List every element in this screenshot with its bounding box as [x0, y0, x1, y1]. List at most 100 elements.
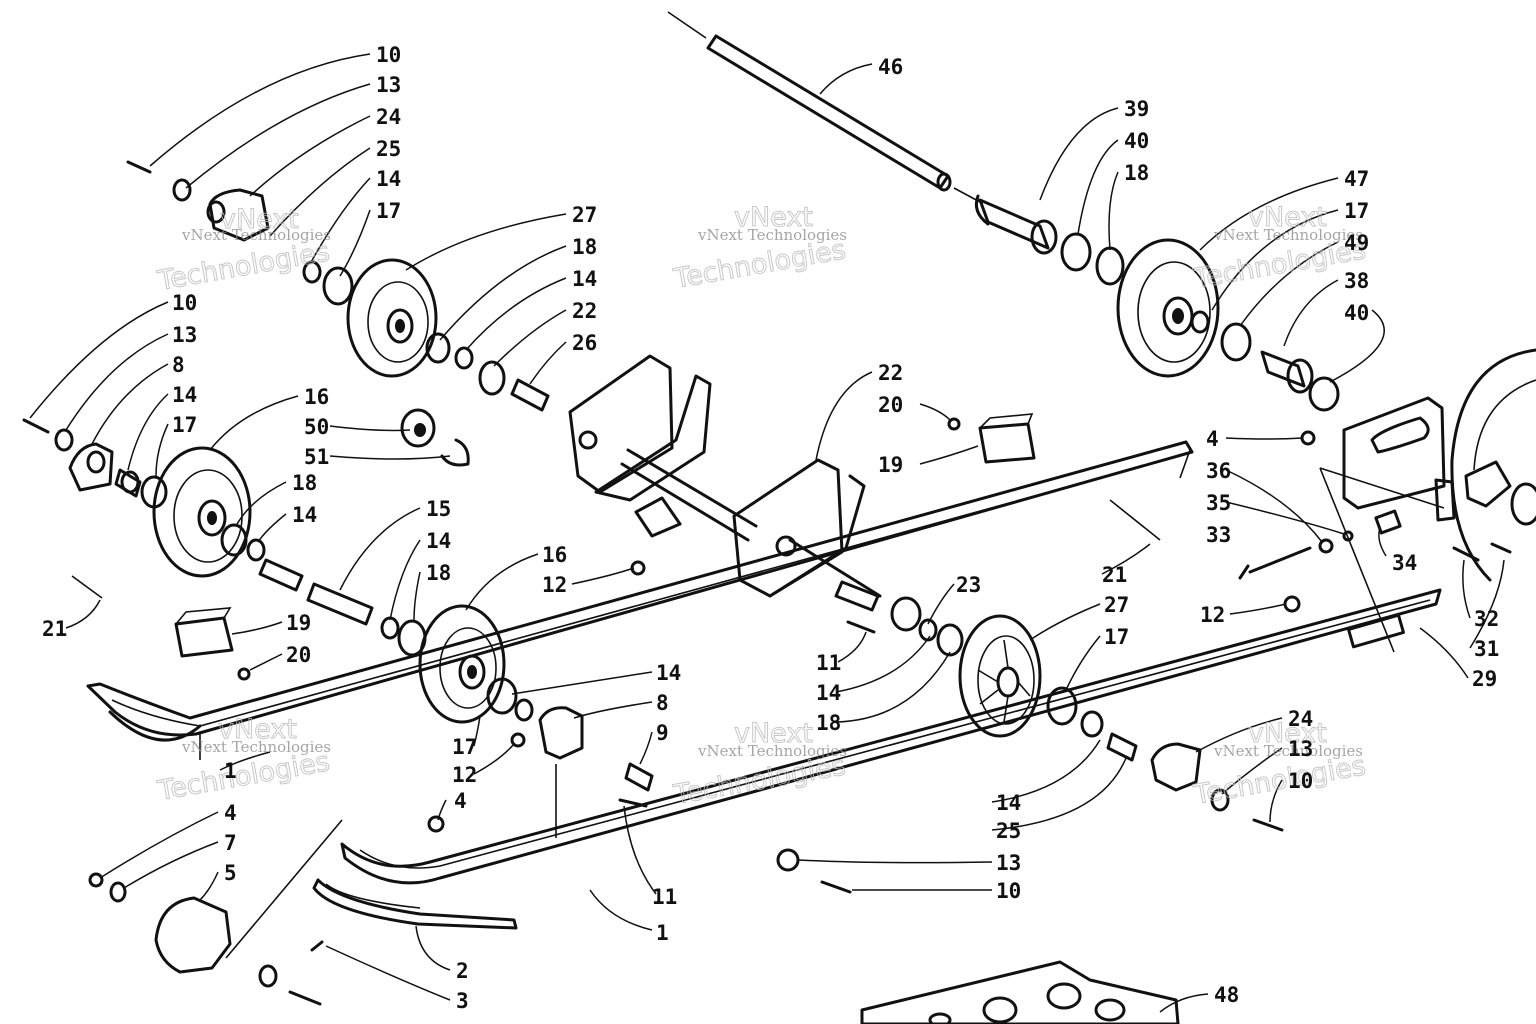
callout-label: 48 [1214, 983, 1239, 1007]
watermark-text: vNext Technologies [1213, 742, 1363, 760]
callout-label: 21 [42, 617, 67, 641]
callout-label: 2 [456, 959, 469, 983]
callout-label: 11 [816, 651, 841, 675]
callout-label: 18 [816, 711, 841, 735]
callout-labels: 10 13 24 25 14 17 27 18 14 22 26 46 39 4… [42, 43, 1499, 1013]
callout-label: 14 [376, 167, 401, 191]
callout-label: 22 [572, 299, 597, 323]
callout-label: 18 [292, 471, 317, 495]
watermark-text: vNext Technologies [1213, 226, 1363, 244]
callout-label: 29 [1472, 667, 1497, 691]
idler-wheel-left [152, 446, 252, 578]
callout-label: 40 [1124, 129, 1149, 153]
callout-label: 46 [878, 55, 903, 79]
left-slide-rail [86, 440, 1194, 760]
callout-label: 13 [1288, 737, 1313, 761]
watermark-text: vNext [218, 714, 297, 745]
callout-label: 14 [292, 503, 317, 527]
callout-label: 8 [656, 691, 669, 715]
callout-label: 13 [996, 851, 1021, 875]
watermark-text: vNext [1248, 202, 1327, 233]
callout-leader-lines [29, 53, 1505, 1013]
callout-label: 49 [1344, 231, 1369, 255]
callout-label: 31 [1474, 637, 1499, 661]
callout-label: 16 [542, 543, 567, 567]
callout-label: 39 [1124, 97, 1149, 121]
idler-wheel-center [418, 604, 506, 724]
rear-axle-shaft [667, 11, 981, 203]
callout-label: 20 [286, 643, 311, 667]
watermark-text: vNext Technologies [181, 738, 331, 756]
spacers-and-bushings [114, 194, 1340, 792]
callout-label: 35 [1206, 491, 1231, 515]
callout-label: 27 [572, 203, 597, 227]
callout-label: 25 [376, 137, 401, 161]
callout-label: 14 [572, 267, 597, 291]
callout-label: 5 [224, 861, 237, 885]
callout-label: 10 [1288, 769, 1313, 793]
watermark-text: vNext [734, 202, 813, 233]
callout-label: 22 [878, 361, 903, 385]
callout-label: 1 [656, 921, 669, 945]
callout-label: 17 [452, 735, 477, 759]
callout-label: 17 [172, 413, 197, 437]
callout-label: 15 [426, 497, 451, 521]
callout-label: 51 [304, 445, 329, 469]
callout-label: 14 [656, 661, 681, 685]
callout-label: 18 [1124, 161, 1149, 185]
callout-label: 19 [286, 611, 311, 635]
callout-label: 16 [304, 385, 329, 409]
idler-wheel-upper-left [346, 258, 438, 378]
callout-label: 4 [1206, 427, 1219, 451]
rear-suspension-arm [732, 458, 882, 598]
callout-label: 12 [542, 573, 567, 597]
callout-label: 1 [224, 759, 237, 783]
callout-label: 4 [224, 801, 237, 825]
callout-label: 7 [224, 831, 237, 855]
callout-label: 14 [172, 383, 197, 407]
callout-label: 23 [956, 573, 981, 597]
callout-label: 12 [1200, 603, 1225, 627]
callout-label: 20 [878, 393, 903, 417]
callout-label: 4 [454, 789, 467, 813]
callout-label: 25 [996, 819, 1021, 843]
callout-label: 32 [1474, 607, 1499, 631]
callout-label: 47 [1344, 167, 1369, 191]
rear-frame-partial [860, 960, 1180, 1024]
callout-label: 24 [376, 105, 401, 129]
watermark-text: vNext Technologies [181, 226, 331, 244]
right-slide-rail [340, 588, 1442, 885]
callout-label: 38 [1344, 269, 1369, 293]
bolts-and-nuts [22, 160, 1512, 1006]
callout-label: 14 [816, 681, 841, 705]
callout-label: 17 [376, 199, 401, 223]
callout-label: 33 [1206, 523, 1231, 547]
spoked-wheel-right [958, 614, 1042, 738]
wear-strip [312, 878, 518, 930]
watermark-text: vNext Technologies [697, 742, 847, 760]
watermarks: vNext Technologies vNext Technologies vN… [154, 202, 1368, 812]
callout-label: 18 [426, 561, 451, 585]
callout-label: 13 [376, 73, 401, 97]
front-suspension-arm [568, 354, 758, 542]
callout-label: 10 [172, 291, 197, 315]
callout-label: 40 [1344, 301, 1369, 325]
idler-wheel-edge [1450, 348, 1536, 582]
watermark-text: vNext Technologies [697, 226, 847, 244]
callout-label: 13 [172, 323, 197, 347]
callout-label: 17 [1104, 625, 1129, 649]
callout-label: 24 [1288, 707, 1313, 731]
callout-label: 19 [878, 453, 903, 477]
callout-label: 9 [656, 721, 669, 745]
callout-label: 10 [376, 43, 401, 67]
watermark-text: vNext [1248, 718, 1327, 749]
brackets [68, 188, 1536, 974]
callout-label: 50 [304, 415, 329, 439]
callout-label: 21 [1102, 563, 1127, 587]
callout-label: 11 [652, 885, 677, 909]
callout-label: 18 [572, 235, 597, 259]
watermark-text: vNext [220, 204, 299, 235]
watermark-text: Technologies [155, 236, 332, 297]
callout-label: 26 [572, 331, 597, 355]
